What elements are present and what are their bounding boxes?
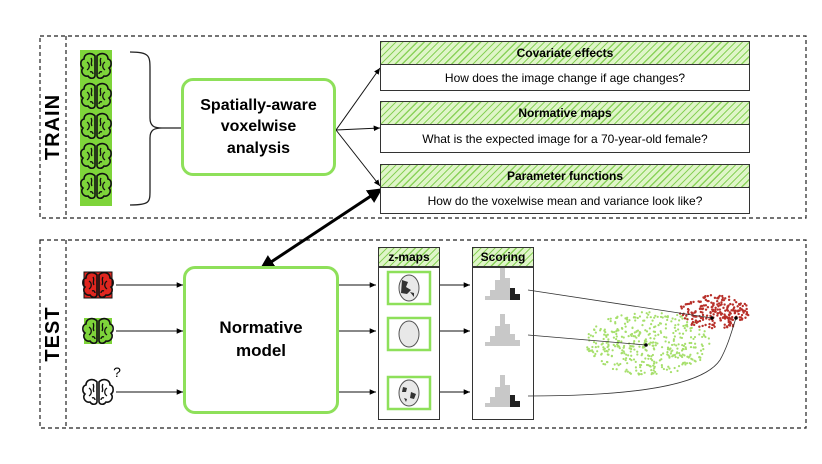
zmaps-header: z-maps <box>378 247 440 267</box>
brain-icon <box>82 378 114 406</box>
scoring-column <box>472 267 534 420</box>
parameter-functions-question: How do the voxelwise mean and variance l… <box>380 188 750 214</box>
abnormal-subject <box>83 271 113 299</box>
covariate-effects-title: Covariate effects <box>380 41 750 65</box>
train-section-label: TRAIN <box>41 93 64 161</box>
histogram-icon <box>485 314 520 346</box>
scoring-header: Scoring <box>472 247 534 267</box>
brace <box>129 51 163 206</box>
normal-subject <box>84 318 112 344</box>
test-section-label: TEST <box>41 306 64 362</box>
unknown-subject-mark: ? <box>113 364 121 380</box>
train-brains-bar <box>80 50 112 206</box>
histogram-icon <box>485 375 520 407</box>
parameter-functions-title: Parameter functions <box>380 164 750 188</box>
test-frame <box>39 239 807 429</box>
covariate-effects-question: How does the image change if age changes… <box>380 65 750 91</box>
histogram-icon <box>485 268 520 300</box>
abnormal-distribution-cloud <box>678 294 750 330</box>
zmaps-column <box>378 267 440 420</box>
spatial-analysis-box: Spatially-aware voxelwise analysis <box>181 78 336 176</box>
train-test-arrow <box>259 188 383 270</box>
normative-maps-question: What is the expected image for a 70-year… <box>380 125 750 153</box>
normal-distribution-cloud <box>586 311 711 376</box>
normative-maps-title: Normative maps <box>380 101 750 125</box>
normative-model-box: Normative model <box>183 266 339 414</box>
train-frame <box>39 35 807 219</box>
